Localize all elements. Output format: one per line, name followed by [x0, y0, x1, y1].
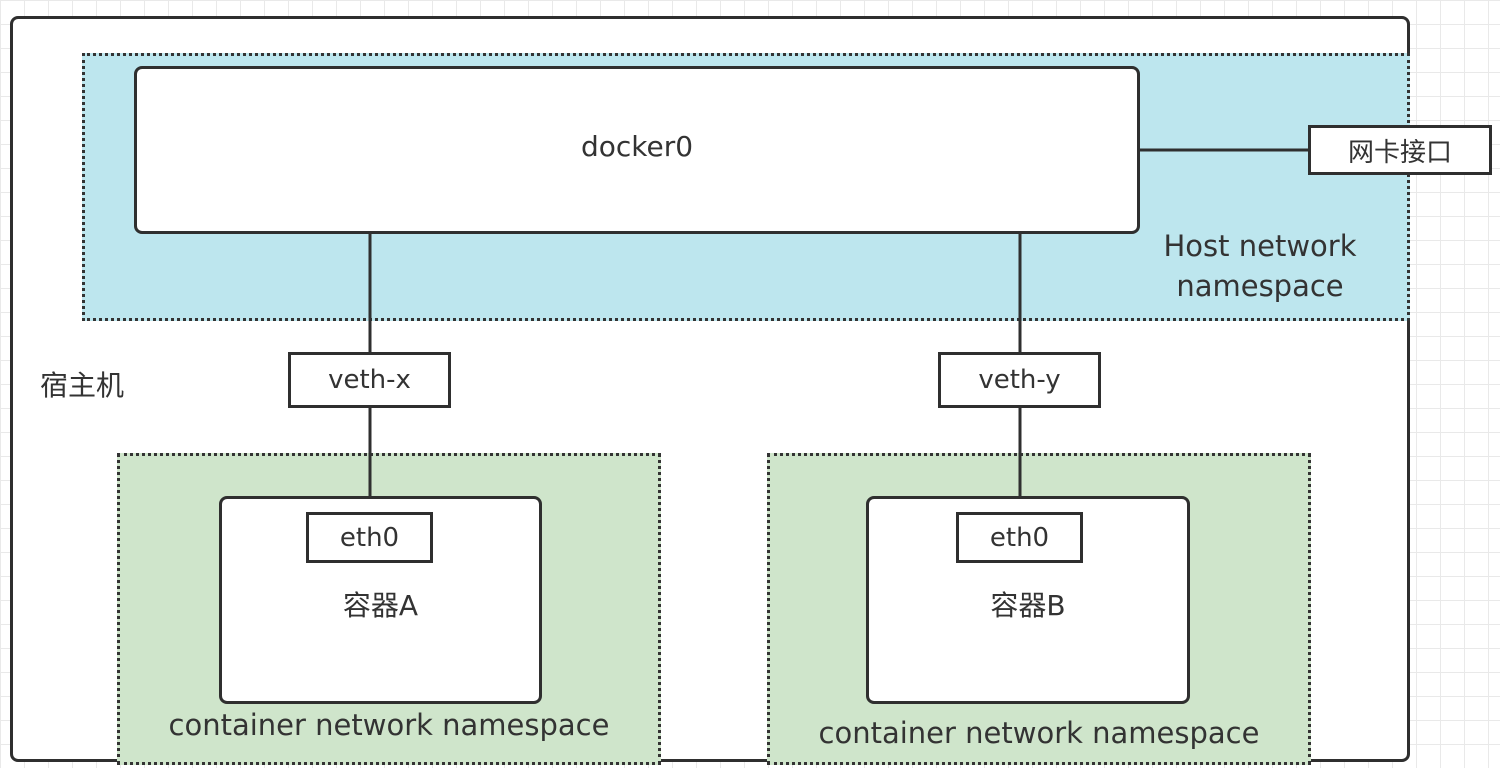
host-namespace-label: Host network namespace — [1163, 229, 1357, 303]
container-b-label: 容器B — [990, 589, 1066, 622]
docker0-bridge — [134, 66, 1140, 234]
container-a-namespace-label: container network namespace — [168, 708, 610, 742]
veth-y-box: veth-y — [938, 352, 1101, 408]
container-a-label: 容器A — [342, 589, 419, 622]
container-b-namespace-label: container network namespace — [818, 716, 1260, 750]
host-machine-label: 宿主机 — [40, 369, 125, 402]
docker0-label: docker0 — [580, 130, 694, 163]
veth-x-box: veth-x — [288, 352, 451, 408]
nic-interface-box: 网卡接口 — [1308, 125, 1492, 175]
container-a-box — [219, 496, 542, 704]
container-b-eth0: eth0 — [956, 512, 1083, 563]
container-a-eth0: eth0 — [306, 512, 433, 563]
